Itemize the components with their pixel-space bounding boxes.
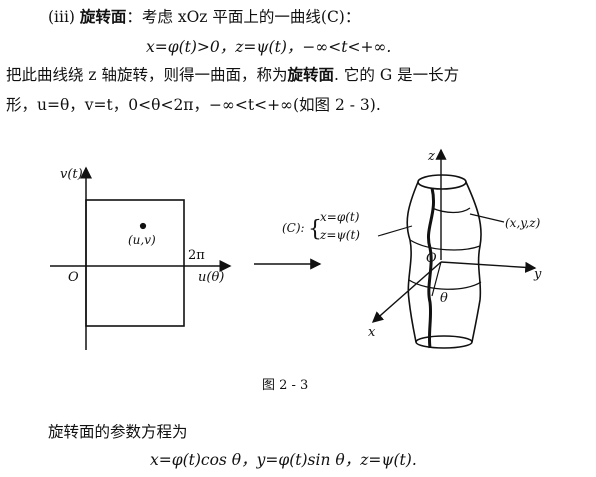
surface-outline-right xyxy=(465,181,482,343)
point-uv-label: (u,v) xyxy=(128,233,156,247)
curve-eq-x: x=φ(t) xyxy=(320,210,360,224)
rotation-text: 把此曲线绕 z 轴旋转，则得一曲面，称为 xyxy=(6,66,288,84)
parameter-domain-diagram xyxy=(50,166,232,350)
parametric-intro: 旋转面的参数方程为 xyxy=(48,423,188,441)
curve-brace: { xyxy=(308,217,322,242)
curve-eq-z: z=ψ(t) xyxy=(319,228,360,242)
point-pointer xyxy=(469,213,505,223)
figure-caption: 图 2 - 3 xyxy=(262,378,309,393)
theta-label: θ xyxy=(440,291,448,306)
rotation-sentence: 把此曲线绕 z 轴旋转，则得一曲面，称为旋转面. 它的 G 是一长方 xyxy=(6,65,459,85)
surface-diagram xyxy=(371,148,537,349)
term-surface-of-revolution-2: 旋转面 xyxy=(287,65,335,84)
middle-belt-front xyxy=(409,239,481,251)
sample-point xyxy=(139,222,147,230)
y-axis-label: y xyxy=(533,267,542,282)
intro-text: ：考虑 xOz 平面上的一曲线(C)： xyxy=(126,8,361,26)
z-axis-label: z xyxy=(427,149,435,164)
curve-pointer xyxy=(377,225,413,237)
x-axis-label: x xyxy=(368,325,376,340)
curve-label: (C): xyxy=(282,221,305,235)
theta-ray xyxy=(431,261,442,297)
term-surface-of-revolution: 旋转面 xyxy=(79,7,127,26)
figure-2-3: v(t) u(θ) O 2π (u,v) z y x O θ (x,y,z) (… xyxy=(50,148,542,350)
parametric-equations: x=φ(t)cos θ，y=φ(t)sin θ，z=ψ(t). xyxy=(150,451,417,469)
y-axis xyxy=(440,261,537,273)
bottom-rim xyxy=(415,335,473,349)
parameter-domain-line: 形，u=θ，v=t，0<θ<2π，−∞<t<+∞(如图 2 - 3). xyxy=(6,96,381,114)
u-axis-label: u(θ) xyxy=(198,270,224,285)
parallel-circle xyxy=(431,207,471,214)
curve-equation: x=φ(t)>0，z=ψ(t)，−∞<t<+∞. xyxy=(146,38,392,56)
origin-label-right: O xyxy=(426,251,437,266)
origin-label-left: O xyxy=(68,270,79,285)
two-pi-label: 2π xyxy=(188,248,205,263)
top-rim xyxy=(417,174,467,190)
domain-rectangle xyxy=(85,199,185,327)
point-xyz-label: (x,y,z) xyxy=(505,216,541,230)
generating-curve xyxy=(427,187,435,349)
domain-text: . 它的 G 是一长方 xyxy=(334,66,460,84)
lower-belt-front xyxy=(408,279,482,290)
surface-outline-left xyxy=(406,181,419,343)
item-number: (iii) xyxy=(48,8,80,26)
v-axis-label: v(t) xyxy=(60,167,83,182)
intro-line: (iii) 旋转面：考虑 xOz 平面上的一曲线(C)： xyxy=(48,7,360,27)
